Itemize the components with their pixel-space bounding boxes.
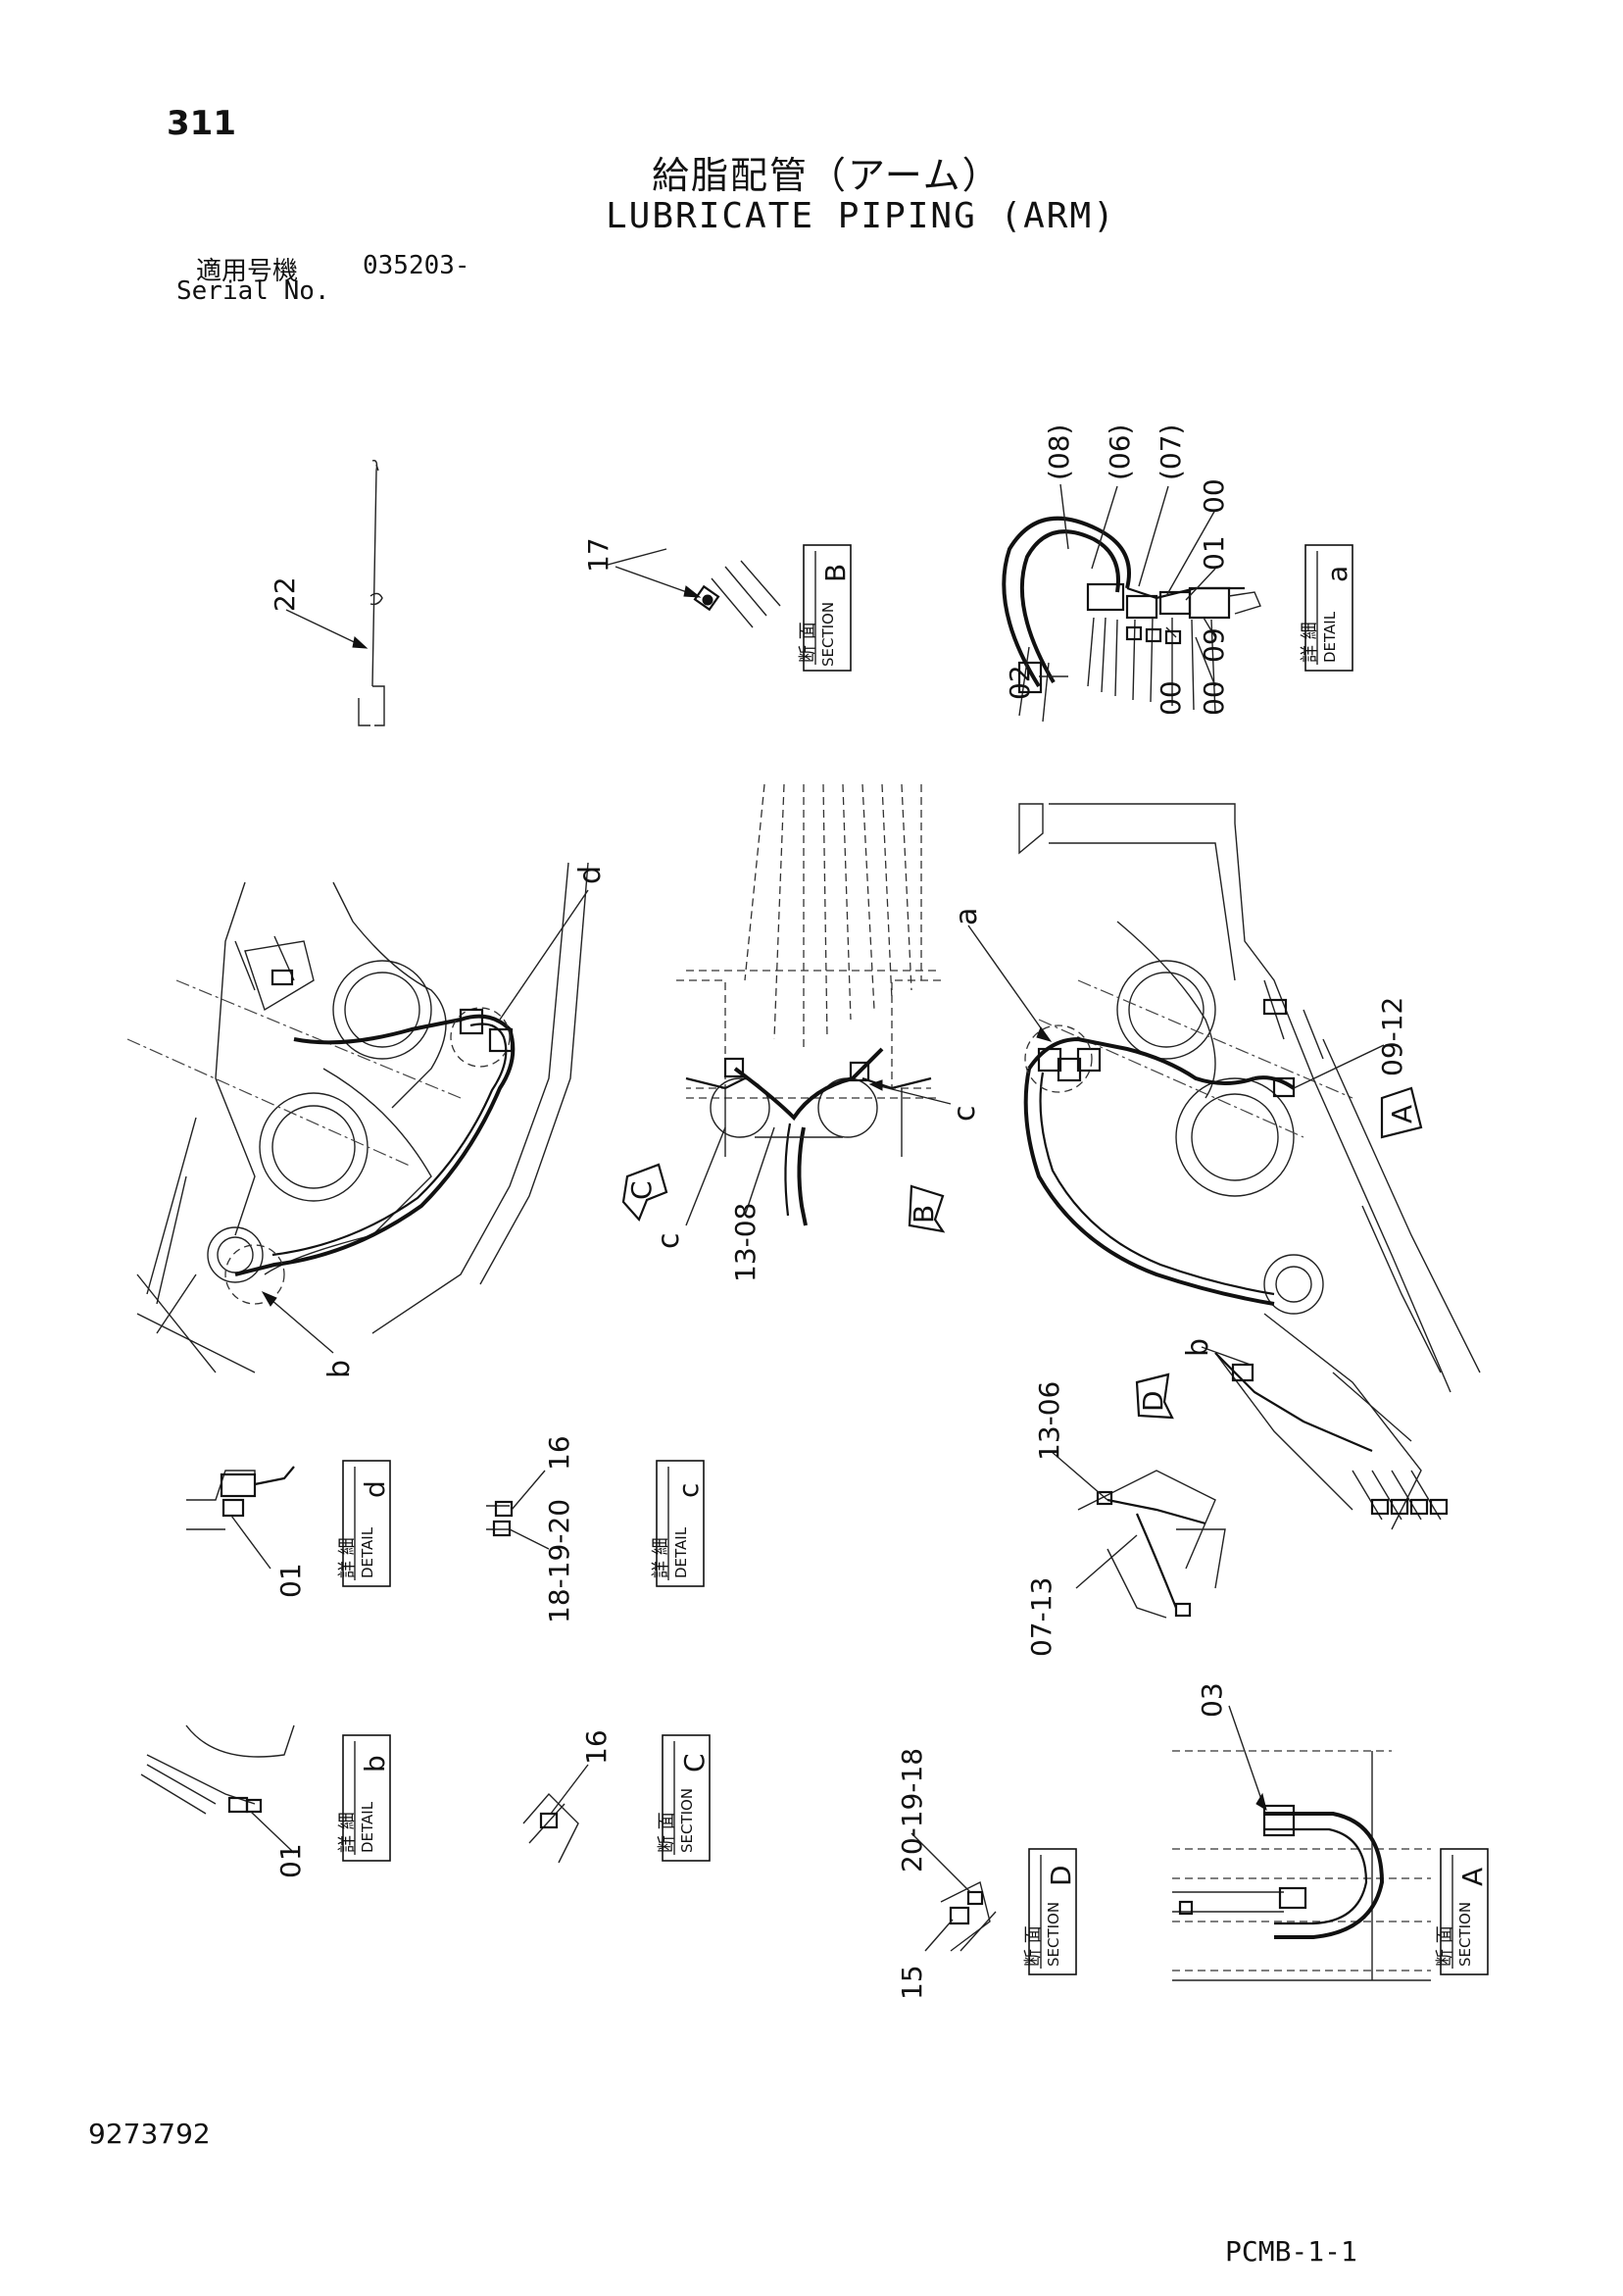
callout-02: 02 [1004,665,1036,700]
bracket-view-d: D 13-06 07-13 [1025,1373,1226,1657]
callout-20-19-18: 20-19-18 [896,1748,928,1872]
callout-09-right: 09 [1198,627,1230,663]
callout-09-12: 09-12 [1376,997,1408,1076]
detail-c-letter: c [672,1483,705,1498]
serial-label-english: Serial No. [176,276,330,306]
section-c-jp: 断 面 [657,1812,677,1853]
label-c-left: c [652,1233,686,1250]
section-arrow-d: D [1137,1390,1169,1412]
callout-17: 17 [582,537,615,573]
callout-08-ref: (08) [1043,424,1075,480]
callout-18-19-20-detail-c: 18-19-20 [543,1499,575,1623]
title-english: LUBRICATE PIPING (ARM) [606,196,1116,236]
detail-a-en: DETAIL [1321,611,1339,663]
detail-d-jp: 詳 細 [337,1537,358,1578]
callout-16-section-c: 16 [580,1729,613,1765]
callout-16-detail-c: 16 [543,1435,575,1471]
arm-right-view: a 09-12 A b [950,803,1481,1530]
section-d-en: SECTION [1045,1902,1062,1967]
callout-01-top: 01 [1198,535,1230,571]
callout-06-ref: (06) [1104,424,1136,480]
serial-label-japanese: 適用号機 [196,257,299,286]
label-b-detail-pointer-right: b [1181,1338,1215,1357]
arm-section-middle-view: C B c 13-08 c [621,783,982,1282]
sheet-code: PCMB-1-1 [1225,2235,1357,2268]
callout-13-06: 13-06 [1033,1381,1065,1461]
section-arrow-a: A [1386,1105,1418,1123]
document-number: 9273792 [88,2118,211,2150]
label-b-detail-pointer-left: b [322,1360,357,1378]
serial-number-value: 035203- [363,251,470,280]
detail-a-letter: a [1321,566,1353,582]
section-b-view: 17 断 面 SECTION B [582,537,852,672]
detail-c-view: 16 18-19-20 詳 細 DETAIL c [486,1435,705,1623]
callout-00-top: 00 [1198,478,1230,514]
detail-d-view: 01 詳 細 DETAIL d [186,1460,391,1598]
section-d-view: 20-19-18 15 断 面 SECTION D [896,1748,1077,2000]
detail-a-jp: 詳 細 [1300,622,1320,663]
section-c-letter: C [678,1753,711,1772]
title-japanese: 給脂配管（アーム） [652,154,1002,197]
callout-00-bottom: 00 [1155,680,1187,716]
section-arrow-c: C [625,1180,658,1200]
callout-01-detail-d: 01 [274,1563,307,1598]
section-b-jp: 断 面 [798,622,818,663]
callout-01-detail-b: 01 [274,1843,307,1878]
callout-15: 15 [896,1965,928,2000]
detail-c-jp: 詳 細 [651,1537,671,1578]
label-a-detail-pointer: a [950,908,984,925]
callout-03: 03 [1196,1682,1228,1718]
section-d-letter: D [1045,1865,1077,1886]
callout-22: 22 [269,576,301,612]
section-c-en: SECTION [678,1788,696,1853]
label-d-detail-pointer: d [573,866,608,884]
page-number: 311 [167,104,236,143]
detail-a-view: (08) (06) (07) 00 01 09 00 00 02 詳 細 DET… [1002,424,1353,723]
callout-07-13: 07-13 [1025,1577,1057,1657]
section-c-view: 16 断 面 SECTION C [522,1729,711,1864]
callout-07-ref: (07) [1155,424,1187,480]
detail-b-letter: b [359,1755,391,1772]
section-b-en: SECTION [819,602,837,667]
detail-b-en: DETAIL [359,1801,376,1853]
section-d-jp: 断 面 [1023,1925,1044,1967]
section-b-letter: B [819,564,852,582]
detail-d-en: DETAIL [359,1526,376,1578]
section-a-jp: 断 面 [1435,1925,1455,1967]
detail-b-view: 01 詳 細 DETAIL b [140,1724,391,1878]
section-a-letter: A [1456,1868,1489,1886]
section-a-view: 03 断 面 SECTION A [1172,1682,1489,1981]
section-a-en: SECTION [1456,1902,1474,1967]
label-c-right: c [948,1106,982,1123]
detail-b-jp: 詳 細 [337,1812,358,1853]
arm-left-view: d b [126,862,608,1378]
detail-d-letter: d [359,1480,391,1498]
callout-13-08: 13-08 [729,1203,762,1282]
part-22-tube-view: 22 [269,460,385,726]
callout-00-bottom-right: 00 [1198,680,1230,716]
section-arrow-b: B [908,1205,940,1223]
detail-c-en: DETAIL [672,1526,690,1578]
